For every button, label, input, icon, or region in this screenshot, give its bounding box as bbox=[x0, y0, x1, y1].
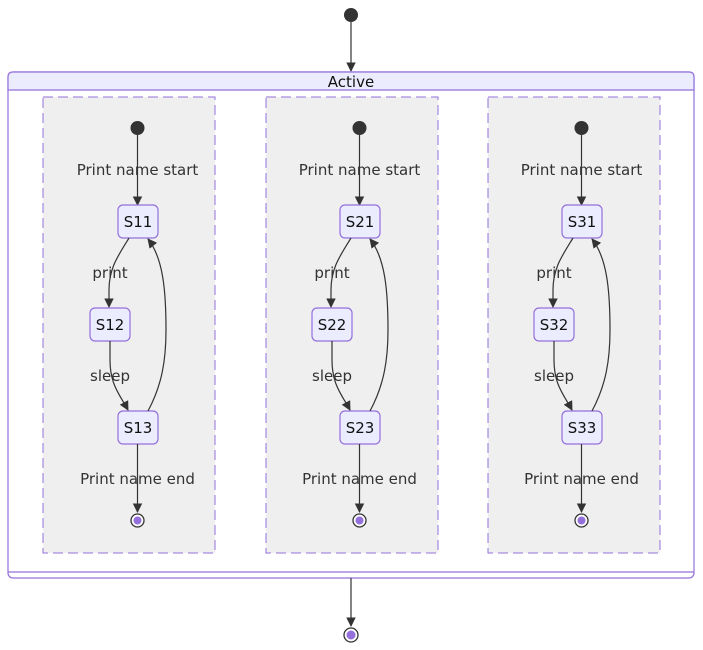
region-start-node bbox=[352, 121, 367, 135]
outer-start-node bbox=[344, 8, 358, 22]
edge-sleep bbox=[553, 341, 573, 411]
end-edge-label: Print name end bbox=[80, 470, 195, 488]
state-label: S32 bbox=[540, 316, 569, 334]
region-2: Print name start S21 S22 S23 print sleep… bbox=[265, 96, 439, 554]
end-edge-label: Print name end bbox=[524, 470, 639, 488]
region-end-node bbox=[130, 513, 145, 528]
state-node[interactable]: S32 bbox=[533, 307, 575, 342]
state-node[interactable]: S22 bbox=[311, 307, 353, 342]
region-start-node bbox=[574, 121, 589, 135]
edge-label-print: print bbox=[314, 264, 349, 282]
outer-end-node bbox=[343, 627, 359, 643]
state-node[interactable]: S31 bbox=[561, 204, 603, 239]
edge-return bbox=[591, 238, 611, 412]
state-label: S31 bbox=[568, 213, 597, 231]
edge-label-sleep: sleep bbox=[90, 367, 130, 385]
state-node[interactable]: S12 bbox=[89, 307, 131, 342]
edge-sleep bbox=[109, 341, 129, 411]
edge-label-sleep: sleep bbox=[312, 367, 352, 385]
state-label: S13 bbox=[124, 419, 153, 437]
start-edge-label: Print name start bbox=[77, 161, 199, 179]
region-3: Print name start S31 S32 S33 print sleep… bbox=[487, 96, 661, 554]
edge-return bbox=[147, 238, 167, 412]
edge-print bbox=[326, 237, 352, 308]
state-node[interactable]: S11 bbox=[117, 204, 159, 239]
start-edge-label: Print name start bbox=[299, 161, 421, 179]
start-edge-label: Print name start bbox=[521, 161, 643, 179]
state-node[interactable]: S23 bbox=[339, 410, 381, 445]
state-label: S23 bbox=[346, 419, 375, 437]
region-end-node bbox=[574, 513, 589, 528]
state-label: S22 bbox=[318, 316, 347, 334]
state-node[interactable]: S13 bbox=[117, 410, 159, 445]
state-label: S33 bbox=[568, 419, 597, 437]
composite-title: Active bbox=[328, 73, 374, 91]
end-edge-label: Print name end bbox=[302, 470, 417, 488]
edge-label-print: print bbox=[536, 264, 571, 282]
state-label: S21 bbox=[346, 213, 375, 231]
state-node[interactable]: S33 bbox=[561, 410, 603, 445]
state-node[interactable]: S21 bbox=[339, 204, 381, 239]
edge-label-sleep: sleep bbox=[534, 367, 574, 385]
edge-print bbox=[548, 237, 574, 308]
edge-return bbox=[369, 238, 389, 412]
edge-sleep bbox=[331, 341, 351, 411]
state-label: S11 bbox=[124, 213, 153, 231]
region-start-node bbox=[130, 121, 145, 135]
region-end-node bbox=[352, 513, 367, 528]
edge-print bbox=[104, 237, 130, 308]
edge-label-print: print bbox=[92, 264, 127, 282]
state-label: S12 bbox=[96, 316, 125, 334]
region-1: Print name start S11 S12 S13 print sleep… bbox=[42, 96, 216, 554]
